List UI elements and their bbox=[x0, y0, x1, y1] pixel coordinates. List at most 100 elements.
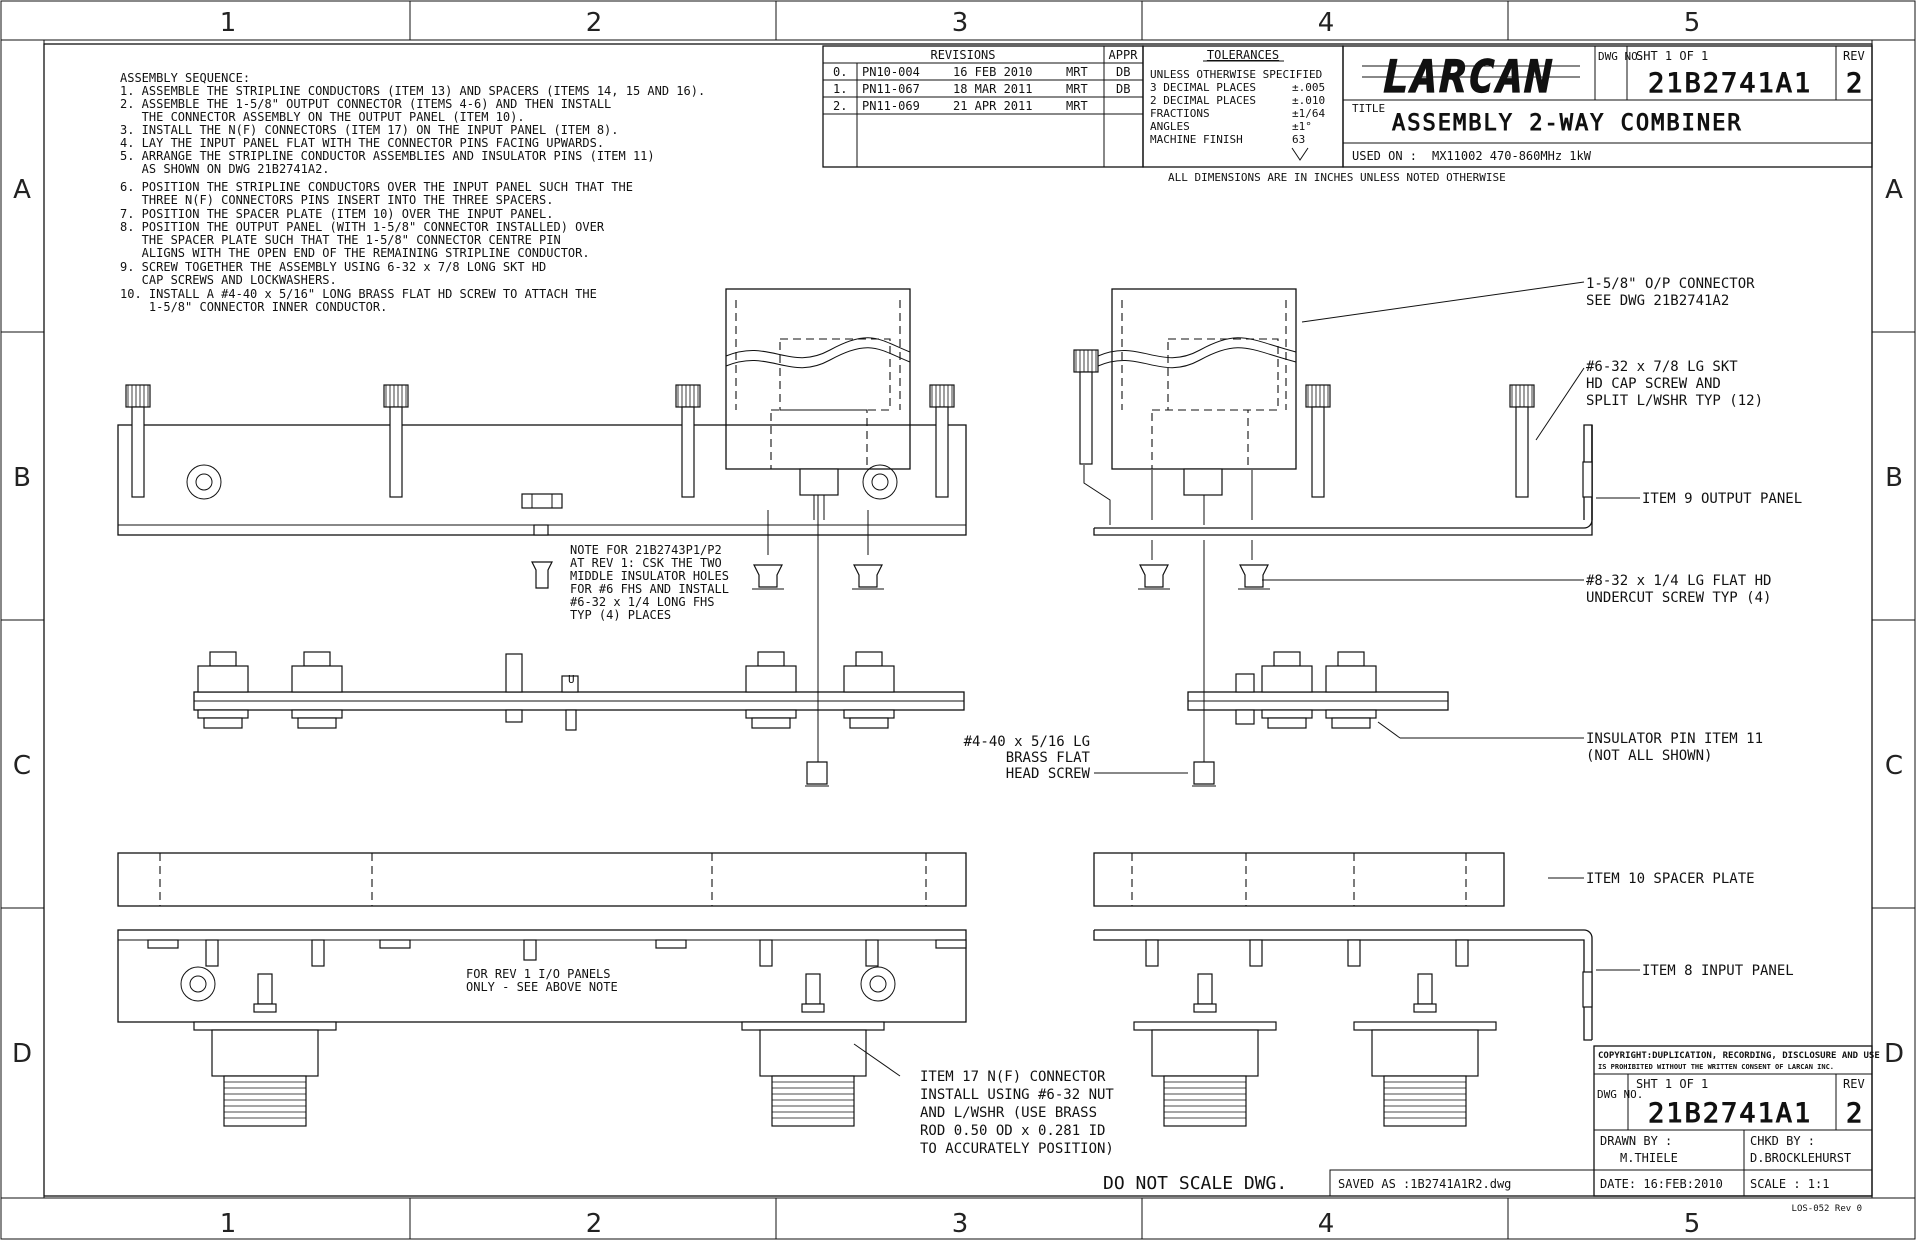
tolerances-heading: TOLERANCES bbox=[1207, 48, 1279, 62]
tolerance-value: ±1° bbox=[1292, 120, 1312, 133]
cap-screw bbox=[125, 384, 151, 498]
rev-by: MRT bbox=[1066, 82, 1088, 96]
sheet-number: SHT 1 OF 1 bbox=[1636, 49, 1708, 63]
tolerance-label: ANGLES bbox=[1150, 120, 1190, 133]
do-not-scale-note: DO NOT SCALE DWG. bbox=[1103, 1173, 1287, 1194]
tolerance-value: ±.005 bbox=[1292, 81, 1325, 94]
zone-col-1: 1 bbox=[220, 8, 237, 38]
sequence-line: THE CONNECTOR ASSEMBLY ON THE OUTPUT PAN… bbox=[120, 110, 525, 124]
svg-text:U: U bbox=[568, 673, 575, 686]
n-connector bbox=[741, 973, 885, 1127]
zone-col-4: 4 bbox=[1318, 8, 1335, 38]
rev-value: 2 bbox=[1846, 1098, 1862, 1129]
cap-screw bbox=[675, 384, 701, 498]
rev-by: MRT bbox=[1066, 65, 1088, 79]
insulator-hole-icon bbox=[860, 966, 896, 1002]
spacer-stack bbox=[1325, 651, 1377, 729]
note-rev1: AT REV 1: CSK THE TWO bbox=[570, 556, 722, 570]
sequence-line: AS SHOWN ON DWG 21B2741A2. bbox=[120, 162, 330, 176]
insulator-hole-icon bbox=[862, 464, 898, 500]
title-label: TITLE bbox=[1352, 102, 1385, 115]
revisions-heading: REVISIONS bbox=[930, 48, 995, 62]
note-rev1: FOR #6 FHS AND INSTALL bbox=[570, 582, 729, 596]
dwg-no-label: DWG NO. bbox=[1598, 50, 1644, 63]
cap-screw bbox=[1073, 349, 1099, 465]
sequence-line: CAP SCREWS AND LOCKWASHERS. bbox=[120, 273, 337, 287]
drawing-number: 21B2741A1 bbox=[1648, 68, 1812, 99]
used-on-label: USED ON : bbox=[1352, 149, 1417, 163]
spacer-stack bbox=[745, 651, 797, 729]
note-rev1-panels: ONLY - SEE ABOVE NOTE bbox=[466, 980, 618, 994]
rev-appr: DB bbox=[1116, 65, 1130, 79]
title-block-top: LARCAN DWG NO. SHT 1 OF 1 21B2741A1 REV … bbox=[1342, 45, 1873, 168]
note-rev1: NOTE FOR 21B2743P1/P2 bbox=[570, 543, 722, 557]
drawn-by-label: DRAWN BY : bbox=[1600, 1134, 1672, 1148]
tolerance-label: 3 DECIMAL PLACES bbox=[1150, 81, 1256, 94]
brass-screw-icon bbox=[1193, 761, 1215, 785]
callout-spacer-plate: ITEM 10 SPACER PLATE bbox=[1586, 871, 1755, 887]
input-panel-right bbox=[1093, 929, 1593, 1127]
zone-col-2: 2 bbox=[586, 8, 603, 38]
callout-n-connector: INSTALL USING #6-32 NUT bbox=[920, 1087, 1114, 1103]
sequence-line: 2. ASSEMBLE THE 1-5/8" OUTPUT CONNECTOR … bbox=[120, 97, 611, 111]
zone-col-5-bottom: 5 bbox=[1684, 1209, 1701, 1239]
sequence-line: THREE N(F) CONNECTORS PINS INSERT INTO T… bbox=[120, 193, 553, 207]
sequence-line: ALIGNS WITH THE OPEN END OF THE REMAININ… bbox=[120, 246, 590, 260]
insulator-pin bbox=[505, 653, 523, 723]
callout-insulator-pin: (NOT ALL SHOWN) bbox=[1586, 748, 1712, 764]
spacer-stack bbox=[1261, 651, 1313, 729]
tolerances-block: TOLERANCES UNLESS OTHERWISE SPECIFIED 3 … bbox=[1142, 45, 1506, 184]
sequence-line: 1-5/8" CONNECTOR INNER CONDUCTOR. bbox=[120, 300, 387, 314]
form-number: LOS-052 Rev 0 bbox=[1792, 1204, 1862, 1214]
rev-ecn: PN11-069 bbox=[862, 99, 920, 113]
insulator-hole-icon bbox=[180, 966, 216, 1002]
callout-undercut-screw: #8-32 x 1/4 LG FLAT HD bbox=[1586, 573, 1771, 589]
rev-ecn: PN10-004 bbox=[862, 65, 920, 79]
note-rev1-panels: FOR REV 1 I/O PANELS bbox=[466, 967, 611, 981]
rev-label: REV bbox=[1843, 49, 1865, 63]
rev-number: 1. bbox=[833, 82, 847, 96]
n-connector bbox=[193, 973, 337, 1127]
drawing-scale: SCALE : 1:1 bbox=[1750, 1177, 1829, 1191]
zone-labels: 1 2 3 4 5 1 2 3 4 5 A B C D A B C D bbox=[12, 8, 1904, 1239]
copyright-line: COPYRIGHT:DUPLICATION, RECORDING, DISCLO… bbox=[1598, 1051, 1880, 1061]
callouts: 1-5/8" O/P CONNECTOR SEE DWG 21B2741A2 #… bbox=[466, 276, 1802, 1157]
cap-screw bbox=[1509, 384, 1535, 498]
sequence-line: 5. ARRANGE THE STRIPLINE CONDUCTOR ASSEM… bbox=[120, 149, 655, 163]
stripline-conductors-left: U bbox=[193, 651, 965, 787]
tolerance-value: 63 bbox=[1292, 133, 1305, 146]
flat-head-screws-left bbox=[531, 561, 884, 590]
title-block-bottom: COPYRIGHT:DUPLICATION, RECORDING, DISCLO… bbox=[1593, 1045, 1880, 1197]
callout-brass-screw: BRASS FLAT bbox=[1006, 750, 1091, 766]
note-rev1: MIDDLE INSULATOR HOLES bbox=[570, 569, 729, 583]
sequence-line: 10. INSTALL A #4-40 x 5/16" LONG BRASS F… bbox=[120, 287, 597, 301]
sequence-line: 7. POSITION THE SPACER PLATE (ITEM 10) O… bbox=[120, 207, 553, 221]
dimensions-note: ALL DIMENSIONS ARE IN INCHES UNLESS NOTE… bbox=[1168, 171, 1506, 184]
checked-by-label: CHKD BY : bbox=[1750, 1134, 1815, 1148]
callout-cap-screw: #6-32 x 7/8 LG SKT bbox=[1586, 359, 1738, 375]
rev-number: 0. bbox=[833, 65, 847, 79]
checked-by-value: D.BROCKLEHURST bbox=[1750, 1151, 1851, 1165]
zone-row-a-right: A bbox=[1885, 175, 1903, 205]
sequence-line: 3. INSTALL THE N(F) CONNECTORS (ITEM 17)… bbox=[120, 123, 619, 137]
spacer-plate-right bbox=[1093, 852, 1505, 907]
insulator-hole-icon bbox=[186, 464, 222, 500]
tolerance-label: MACHINE FINISH bbox=[1150, 133, 1243, 146]
spacer-stack bbox=[197, 651, 249, 729]
spacer-stack bbox=[291, 651, 343, 729]
callout-brass-screw: #4-40 x 5/16 LG bbox=[964, 734, 1090, 750]
dwg-no-label: DWG NO. bbox=[1597, 1088, 1643, 1101]
callout-n-connector: TO ACCURATELY POSITION) bbox=[920, 1141, 1114, 1157]
drawing-title: ASSEMBLY 2-WAY COMBINER bbox=[1392, 111, 1743, 136]
drawing-date: DATE: 16:FEB:2010 bbox=[1600, 1177, 1723, 1191]
sequence-line: 6. POSITION THE STRIPLINE CONDUCTORS OVE… bbox=[120, 180, 633, 194]
cap-screw bbox=[1305, 384, 1331, 498]
flat-head-screw-icon bbox=[1139, 564, 1169, 588]
zone-row-a: A bbox=[13, 175, 31, 205]
tolerance-value: ±1/64 bbox=[1292, 107, 1325, 120]
callout-op-connector: SEE DWG 21B2741A2 bbox=[1586, 293, 1729, 309]
rev-ecn: PN11-067 bbox=[862, 82, 920, 96]
note-rev1: #6-32 x 1/4 LONG FHS bbox=[570, 595, 715, 609]
